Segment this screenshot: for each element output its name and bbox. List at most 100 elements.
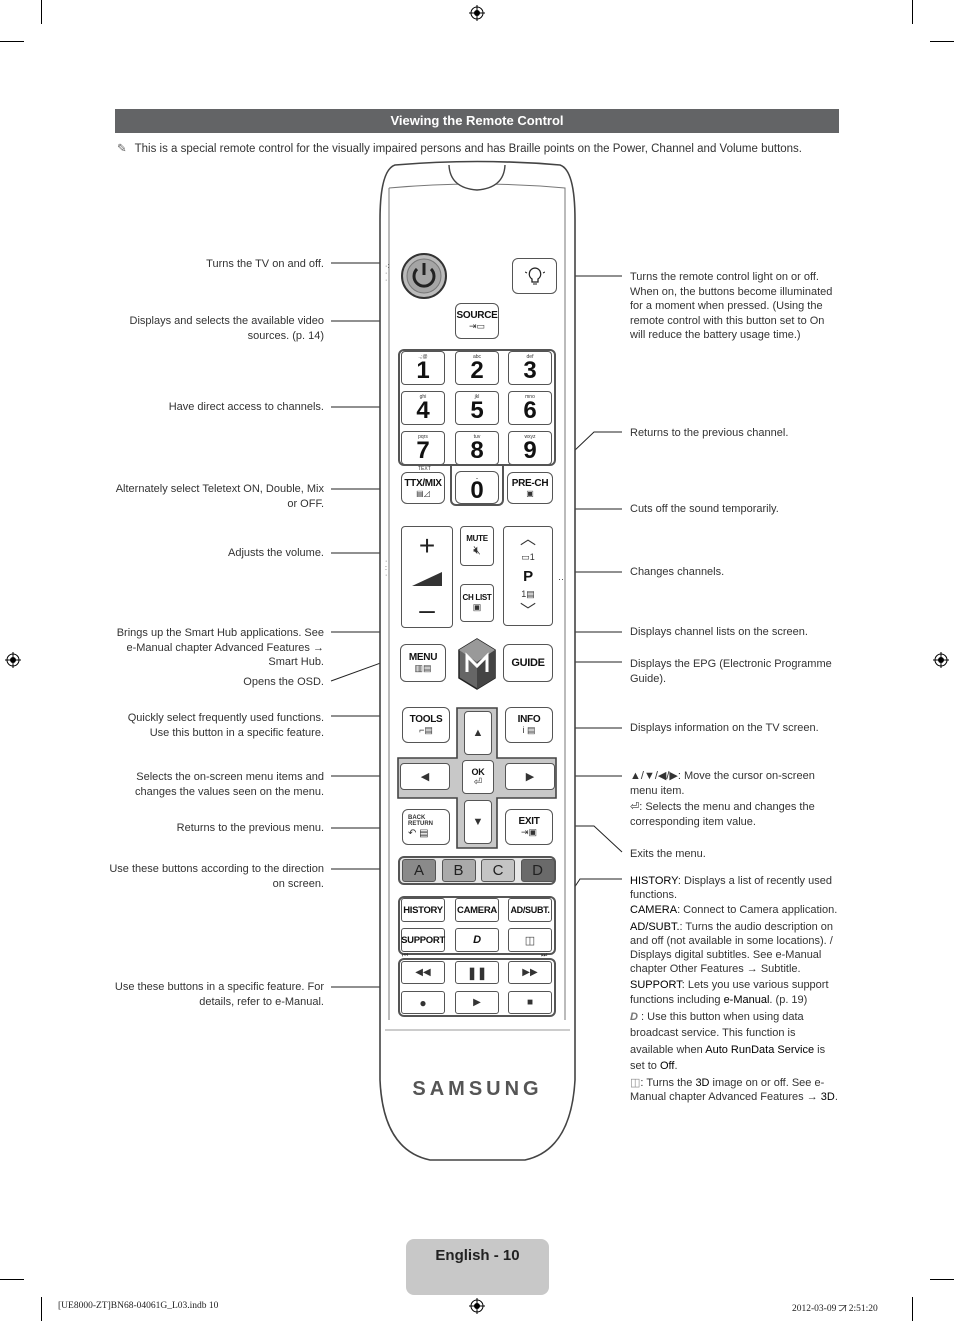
label-numbers: Have direct access to channels.	[168, 401, 324, 413]
ad-subt-button[interactable]: AD/SUBT.	[508, 898, 552, 922]
smart-hub-button[interactable]	[458, 638, 496, 690]
ttx-mix-button[interactable]: TTX/MIX ▤◿	[401, 472, 445, 504]
label-teletext: Alternately select Teletext ON, Double, …	[115, 483, 324, 510]
down-arrow-button[interactable]: ▼	[464, 800, 492, 844]
enter-icon: ⏎	[630, 801, 640, 813]
channel-rocker[interactable]: ︿ ▭1 P 1▤ ﹀	[503, 526, 553, 626]
label-channel: Changes channels.	[630, 566, 725, 578]
rewind-icon: ◀◀	[415, 967, 431, 978]
key-letters: pqrs	[418, 434, 428, 440]
right-arrow-icon: ▶	[525, 771, 535, 783]
media-buttons-group	[398, 958, 556, 1017]
color-button-label: B	[453, 862, 464, 879]
crop-mark	[930, 1279, 954, 1280]
down-arrow-icon: ▼	[472, 816, 484, 828]
label-volume: Adjusts the volume.	[228, 547, 324, 559]
label-return: Returns to the previous menu.	[176, 822, 324, 834]
right-arrow-button[interactable]: ▶	[505, 763, 555, 790]
label-power: Turns the TV on and off.	[206, 258, 324, 270]
key-letters: mno	[525, 394, 535, 400]
label-media: Use these buttons in a specific feature.…	[114, 981, 324, 1008]
date-slug: 2012-03-09 ꠀ 2:51:20	[792, 1304, 878, 1314]
data-icon: D	[630, 1010, 638, 1023]
color-button-c[interactable]: C	[481, 859, 515, 882]
source-input-icon: ⇥▭	[468, 321, 486, 331]
left-arrow-icon: ◀	[420, 771, 430, 783]
ttx-mix-label: TTX/MIX	[404, 478, 442, 489]
crop-mark	[0, 41, 24, 42]
info-button[interactable]: INFO i ▤	[505, 707, 553, 743]
menu-button[interactable]: MENU ▥▤	[400, 644, 446, 682]
section-header: Viewing the Remote Control	[115, 109, 839, 133]
exit-button[interactable]: EXIT ⇥▣	[505, 809, 553, 845]
smart-hub-icon	[465, 652, 489, 672]
color-button-a[interactable]: A	[402, 859, 436, 882]
key-letters: abc	[472, 354, 482, 360]
channel-down-box-icon: 1▤	[521, 589, 535, 600]
skip-back-icon: ⏮	[402, 952, 409, 959]
crop-mark	[0, 1279, 24, 1280]
history-button[interactable]: HISTORY	[401, 898, 445, 922]
data-label: D	[473, 934, 481, 946]
support-button[interactable]: SUPPORT	[401, 928, 445, 952]
key-letters: jkl	[474, 394, 480, 400]
channel-down-icon: ﹀	[519, 603, 536, 620]
return-icon: ↶ ▤	[408, 828, 429, 839]
stop-icon: ■	[526, 997, 534, 1008]
camera-button[interactable]: CAMERA	[455, 898, 499, 922]
zero-frame	[450, 466, 504, 506]
note-text: This is a special remote control for the…	[134, 143, 803, 155]
label-arrows: ▲/▼/◀/▶: Move the cursor on-screen menu …	[630, 770, 815, 797]
volume-rocker[interactable]: + –	[401, 526, 453, 628]
key-0[interactable]: ⎵ 0	[455, 471, 499, 504]
ch-list-label: CH LIST	[462, 593, 492, 602]
rewind-button[interactable]: ◀◀	[401, 961, 445, 984]
source-button[interactable]: SOURCE ⇥▭	[455, 303, 499, 339]
crop-mark	[930, 41, 954, 42]
key-letters: def	[526, 354, 534, 360]
label-source: Displays and selects the available video…	[129, 315, 324, 342]
up-arrow-button[interactable]: ▲	[464, 711, 492, 755]
crop-mark	[41, 0, 42, 24]
return-button[interactable]: BACK RETURN ↶ ▤	[402, 809, 450, 845]
ch-list-button[interactable]: CH LIST ▣	[460, 584, 494, 622]
mute-button[interactable]: MUTE 🔇︎	[460, 526, 494, 566]
light-button[interactable]	[512, 258, 557, 294]
ttx-icon: ▤◿	[416, 489, 430, 498]
label-enter: ⏎: Selects the menu and changes the corr…	[630, 801, 815, 828]
exit-icon: ⇥▣	[520, 827, 538, 837]
color-button-label: D	[532, 862, 543, 879]
pre-ch-button[interactable]: PRE-CH ▣	[507, 472, 553, 504]
play-button[interactable]: ▶	[455, 991, 499, 1014]
tools-button[interactable]: TOOLS ⌐▤	[402, 707, 450, 743]
power-button[interactable]	[400, 252, 448, 300]
channel-up-icon: ︿	[519, 531, 536, 548]
enter-icon: ⏎	[473, 776, 483, 788]
left-arrow-button[interactable]: ◀	[400, 763, 450, 790]
pause-button[interactable]: ❚❚	[455, 961, 499, 984]
data-button[interactable]: D	[455, 928, 499, 952]
braille-dots: ·:··	[385, 263, 390, 284]
key-digit: 1	[416, 357, 430, 384]
guide-button[interactable]: GUIDE	[503, 644, 553, 682]
channel-p-label: P	[523, 567, 533, 585]
ok-button[interactable]: OK ⏎	[462, 760, 494, 794]
3d-button[interactable]: ◫	[508, 928, 552, 952]
stop-button[interactable]: ■	[508, 991, 552, 1014]
color-button-b[interactable]: B	[441, 859, 476, 882]
color-button-d[interactable]: D	[520, 859, 555, 882]
color-button-label: C	[492, 862, 504, 879]
fast-forward-button[interactable]: ▶▶	[508, 961, 552, 984]
key-1[interactable]: .,;@1	[401, 351, 445, 385]
up-arrow-icon: ▲	[472, 727, 484, 739]
record-button[interactable]: ●	[401, 991, 445, 1014]
registration-mark-icon	[5, 652, 21, 668]
